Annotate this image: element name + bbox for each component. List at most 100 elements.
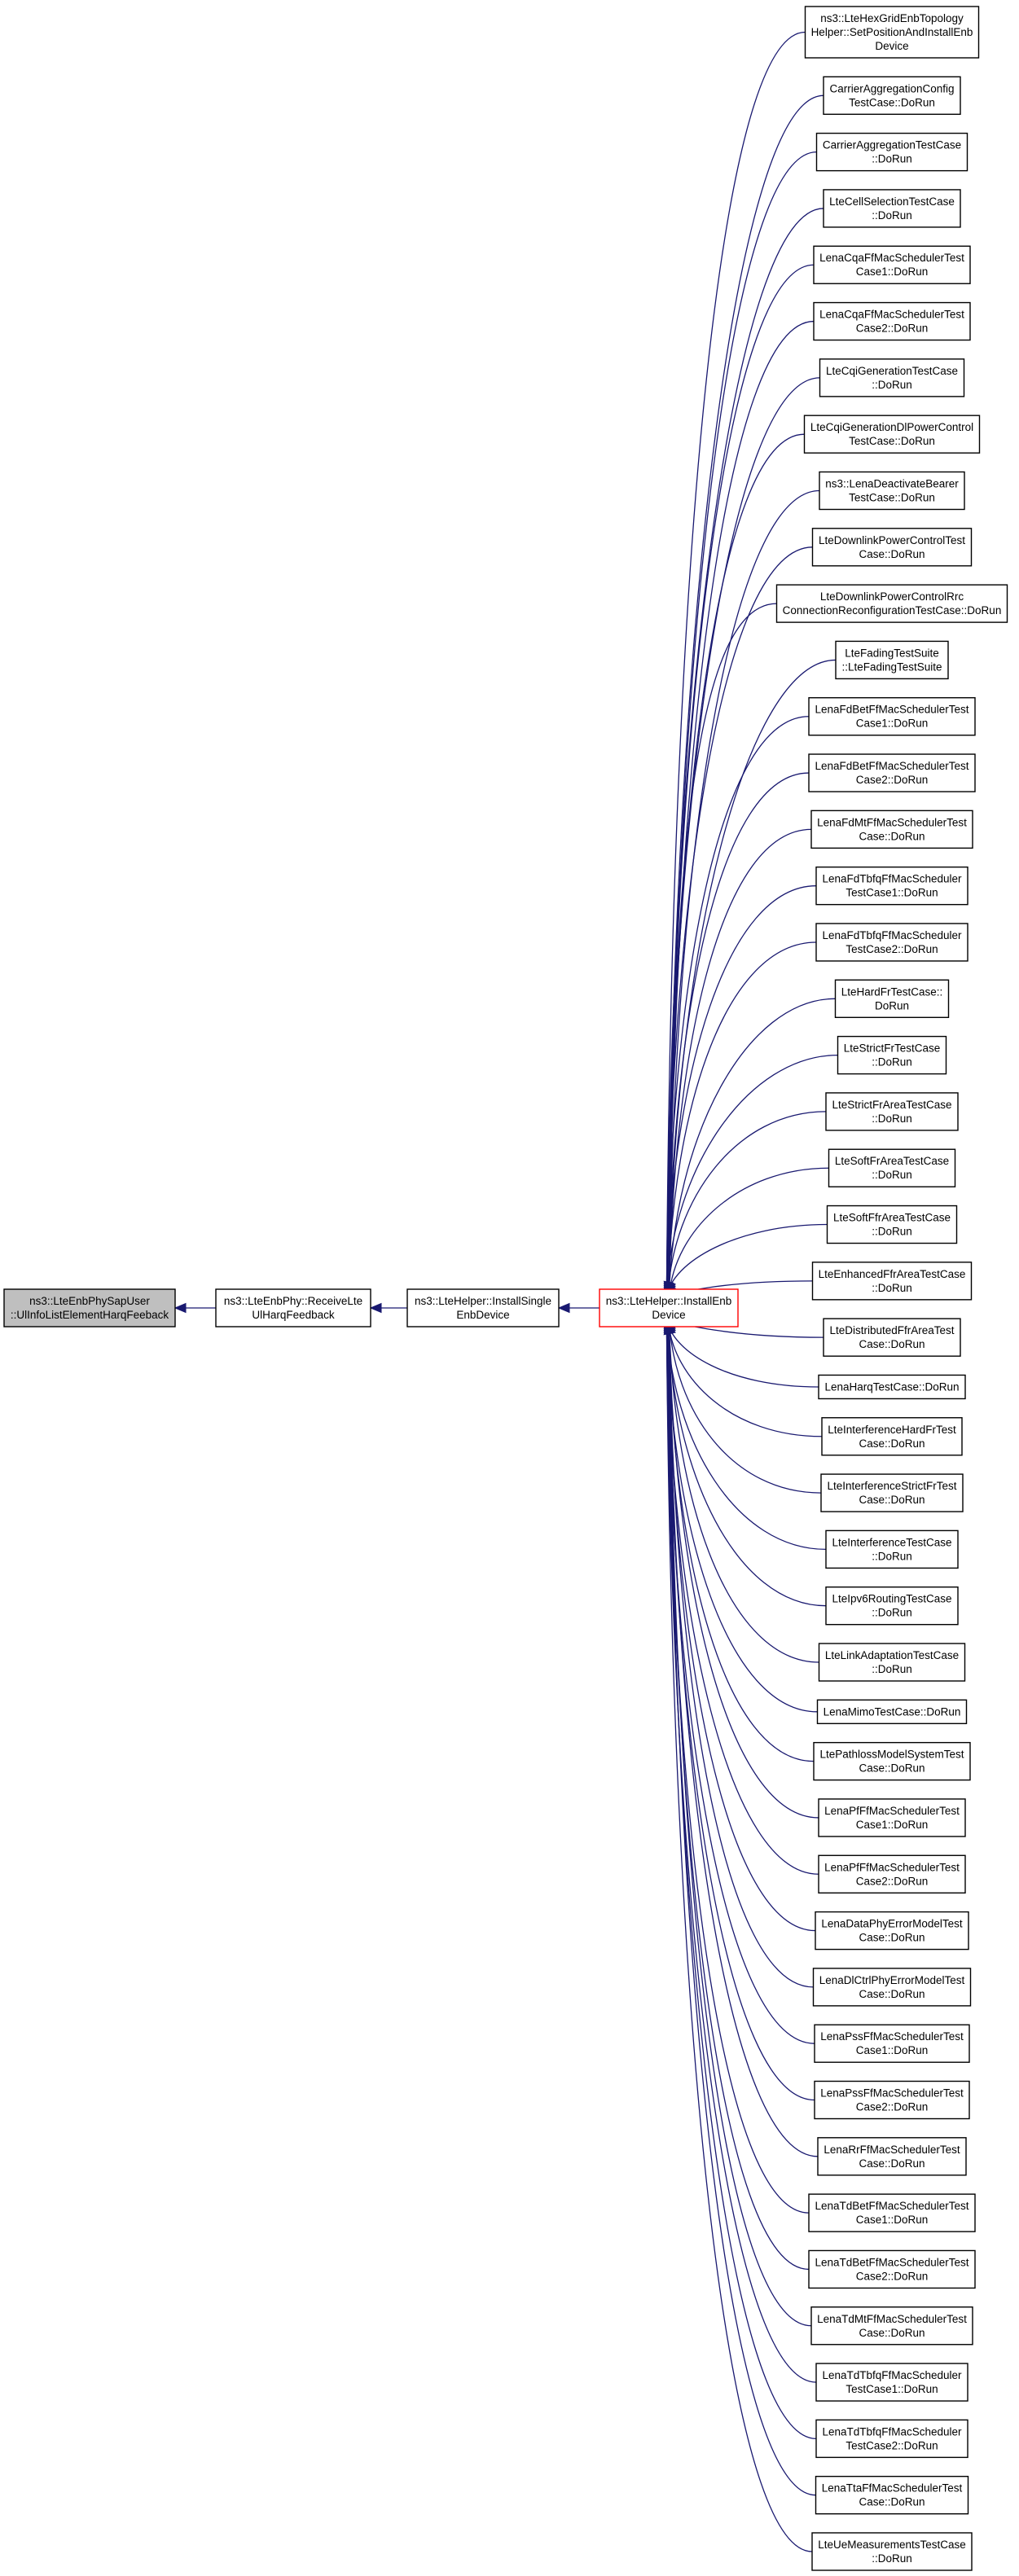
call-edge bbox=[668, 998, 836, 1295]
node-box bbox=[825, 1529, 959, 1569]
node-label-line: Case1::DoRun bbox=[856, 718, 929, 730]
caller-node[interactable]: LteLinkAdaptationTestCase::DoRun bbox=[818, 1643, 966, 1682]
caller-node[interactable]: LteFadingTestSuite::LteFadingTestSuite bbox=[835, 640, 949, 680]
node-box bbox=[808, 753, 976, 792]
node-box bbox=[813, 1741, 971, 1781]
graph-nodes: ns3::LteEnbPhySapUser::UlInfoListElement… bbox=[3, 6, 1008, 2571]
caller-node[interactable]: LteSoftFfrAreaTestCase::DoRun bbox=[826, 1205, 958, 1244]
node-box bbox=[821, 1417, 963, 1456]
node-label-line: ::DoRun bbox=[872, 153, 912, 165]
call-edge bbox=[667, 1319, 823, 1437]
caller-node[interactable]: LenaMimoTestCase::DoRun bbox=[816, 1699, 968, 1725]
caller-node[interactable]: LteUeMeasurementsTestCase::DoRun bbox=[811, 2532, 973, 2571]
node-box bbox=[828, 1148, 956, 1187]
caller-node[interactable]: LteHardFrTestCase::DoRun bbox=[834, 979, 950, 1018]
caller-node[interactable]: LteDownlinkPowerControlRrcConnectionReco… bbox=[775, 584, 1008, 623]
node-box bbox=[815, 2475, 969, 2515]
node-label-line: LteStrictFrAreaTestCase bbox=[832, 1099, 951, 1111]
arrow-head bbox=[557, 1302, 570, 1314]
node-label-line: ::DoRun bbox=[872, 1112, 912, 1125]
node-box bbox=[823, 76, 961, 116]
node-box bbox=[835, 640, 949, 680]
node-label-line: LenaPssFfMacSchedulerTest bbox=[820, 2030, 964, 2043]
call-edge bbox=[667, 941, 817, 1294]
node-label-line: ns3::LenaDeactivateBearer bbox=[825, 477, 959, 489]
node-box bbox=[815, 2419, 968, 2459]
node-label-line: LteDistributedFfrAreaTest bbox=[829, 1324, 954, 1336]
caller-node[interactable]: ns3::LteHexGridEnbTopologyHelper::SetPos… bbox=[804, 6, 980, 59]
node-label-line: LenaRrFfMacSchedulerTest bbox=[824, 2144, 960, 2156]
node-label-line: LenaFdTbfqFfMacScheduler bbox=[822, 929, 962, 941]
call-edge bbox=[668, 1324, 819, 1819]
call-edge bbox=[665, 208, 824, 1285]
caller-node[interactable]: LteCqiGenerationDlPowerControlTestCase::… bbox=[803, 415, 981, 454]
node-label-line: LteInterferenceTestCase bbox=[832, 1536, 951, 1548]
node-label-line: TestCase1::DoRun bbox=[846, 887, 938, 899]
node-label-line: LenaPfFfMacSchedulerTest bbox=[824, 1861, 960, 1873]
caller-node[interactable]: LteCellSelectionTestCase::DoRun bbox=[823, 189, 961, 228]
caller-node[interactable]: LteIpv6RoutingTestCase::DoRun bbox=[825, 1586, 959, 1626]
caller-node[interactable]: LenaHarqTestCase::DoRun bbox=[818, 1374, 966, 1400]
node-label-line: LenaFdBetFfMacSchedulerTest bbox=[815, 760, 968, 772]
node-label-line: ::DoRun bbox=[872, 1607, 912, 1619]
call-edge bbox=[665, 1054, 838, 1296]
node-label-line: Case::DoRun bbox=[859, 1932, 925, 1944]
node-label-line: ns3::LteHelper::InstallEnb bbox=[606, 1295, 732, 1307]
node-box bbox=[825, 1092, 959, 1131]
node-label-line: LteUeMeasurementsTestCase bbox=[818, 2539, 966, 2551]
node-label-line: LteSoftFrAreaTestCase bbox=[835, 1155, 949, 1167]
node-box bbox=[819, 358, 965, 397]
call-edge bbox=[667, 1329, 810, 2271]
caller-node[interactable]: LteStrictFrTestCase::DoRun bbox=[837, 1035, 947, 1075]
caller-node[interactable]: LteStrictFrAreaTestCase::DoRun bbox=[825, 1092, 959, 1131]
caller-node[interactable]: LteInterferenceTestCase::DoRun bbox=[825, 1529, 959, 1569]
node-label-line: TestCase::DoRun bbox=[849, 491, 935, 503]
node-label-line: Case::DoRun bbox=[859, 1338, 925, 1350]
node-box bbox=[808, 2193, 976, 2232]
node-label-line: Helper::SetPositionAndInstallEnb bbox=[811, 26, 973, 38]
call-edge bbox=[665, 1319, 819, 1388]
call-edge bbox=[665, 1324, 819, 1875]
call-edge bbox=[668, 1322, 819, 1663]
node-box bbox=[820, 1473, 964, 1512]
caller-node[interactable]: LteEnhancedFfrAreaTestCase::DoRun bbox=[811, 1262, 973, 1301]
caller-node[interactable]: LteSoftFrAreaTestCase::DoRun bbox=[828, 1148, 956, 1187]
caller-node[interactable]: LteCqiGenerationTestCase::DoRun bbox=[819, 358, 965, 397]
node-box bbox=[826, 1205, 958, 1244]
node-box bbox=[834, 979, 950, 1018]
chain-node-0[interactable]: ns3::LteEnbPhySapUser::UlInfoListElement… bbox=[3, 1288, 176, 1327]
node-label-line: Case2::DoRun bbox=[856, 2101, 929, 2113]
node-box bbox=[803, 415, 981, 454]
caller-node[interactable]: CarrierAggregationTestCase::DoRun bbox=[815, 132, 968, 172]
